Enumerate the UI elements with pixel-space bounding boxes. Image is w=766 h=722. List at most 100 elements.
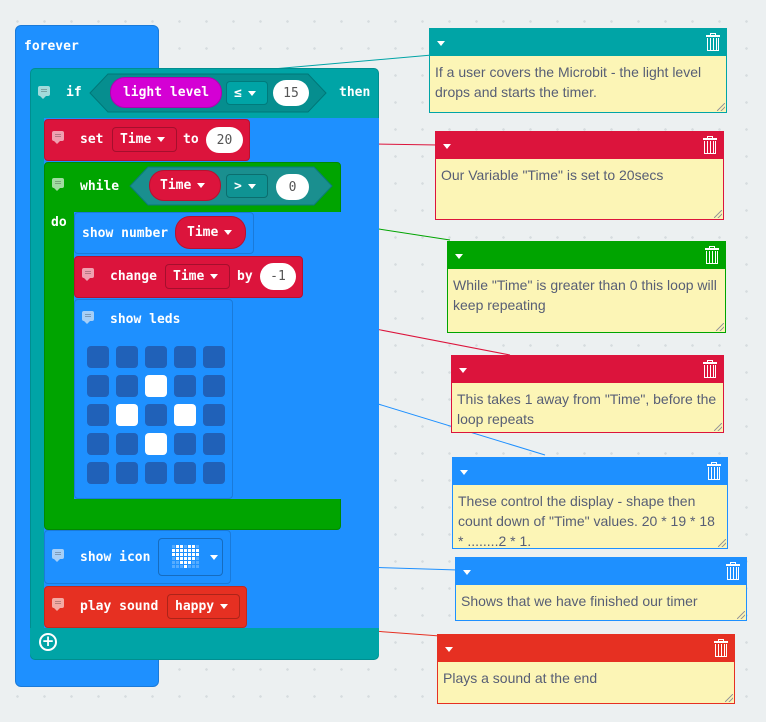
resize-grip-icon[interactable] [737,611,745,619]
trash-icon[interactable] [706,33,720,51]
trash-icon[interactable] [705,246,719,264]
light-threshold-input[interactable]: 15 [273,80,309,106]
led-cell[interactable] [203,404,225,426]
led-cell[interactable] [174,375,196,397]
led-cell[interactable] [174,462,196,484]
show-leds-label: show leds [110,312,181,327]
led-cell[interactable] [116,346,138,368]
comment-show-leds[interactable]: These control the display - shape then c… [452,457,728,549]
led-cell[interactable] [145,433,167,455]
led-cell[interactable] [203,462,225,484]
collapse-caret-icon[interactable] [443,144,451,149]
comment-header[interactable] [456,558,746,585]
show-number-variable[interactable]: Time [175,216,246,249]
led-cell[interactable] [87,375,109,397]
led-cell[interactable] [116,375,138,397]
trash-icon[interactable] [726,562,740,580]
led-cell[interactable] [87,404,109,426]
heart-pixel [196,565,199,568]
while-comment-icon[interactable] [52,178,64,191]
comment-if[interactable]: If a user covers the Microbit - the ligh… [429,28,727,113]
resize-grip-icon[interactable] [717,103,725,111]
heart-pixel [188,549,191,552]
resize-grip-icon[interactable] [725,694,733,702]
show-leds-comment-icon[interactable] [82,311,94,324]
collapse-caret-icon[interactable] [459,368,467,373]
collapse-caret-icon[interactable] [460,470,468,475]
icon-picker-dropdown[interactable] [158,538,223,576]
collapse-caret-icon[interactable] [437,41,445,46]
heart-pixel [192,549,195,552]
comment-text[interactable]: This takes 1 away from "Time", before th… [457,391,717,427]
comment-text[interactable]: These control the display - shape then c… [458,493,715,549]
change-value-input[interactable]: -1 [260,263,296,290]
light-level-sensor[interactable]: light level [110,77,222,108]
trash-icon[interactable] [703,360,717,378]
comment-show-icon[interactable]: Shows that we have finished our timer [455,557,747,621]
led-cell[interactable] [116,462,138,484]
chevron-down-icon [247,183,256,189]
led-cell[interactable] [174,346,196,368]
while-value-input[interactable]: 0 [276,174,309,200]
trash-icon[interactable] [707,462,721,480]
led-cell[interactable] [116,404,138,426]
while-variable-reporter[interactable]: Time [149,170,221,201]
compare-operator-dropdown[interactable]: ≤ [226,81,268,105]
trash-icon[interactable] [703,136,717,154]
heart-pixel [172,561,175,564]
set-variable-name: Time [120,132,152,147]
led-cell[interactable] [87,346,109,368]
collapse-caret-icon[interactable] [463,570,471,575]
heart-pixel [172,557,175,560]
comment-header[interactable] [430,29,726,56]
comment-text[interactable]: Our Variable "Time" is set to 20secs [441,167,664,183]
comment-header[interactable] [453,458,727,485]
heart-pixel [184,561,187,564]
collapse-caret-icon[interactable] [445,647,453,652]
comment-text[interactable]: While "Time" is greater than 0 this loop… [453,277,717,313]
heart-pixel [184,557,187,560]
resize-grip-icon[interactable] [718,539,726,547]
change-variable-dropdown[interactable]: Time [165,264,230,289]
comment-while[interactable]: While "Time" is greater than 0 this loop… [447,241,726,333]
set-value-input[interactable]: 20 [206,127,243,153]
comment-header[interactable] [448,242,725,269]
comment-change[interactable]: This takes 1 away from "Time", before th… [451,355,724,433]
change-comment-icon[interactable] [82,268,94,281]
led-cell[interactable] [203,346,225,368]
comment-text[interactable]: Shows that we have finished our timer [461,593,698,609]
show-icon-comment-icon[interactable] [52,549,64,562]
resize-grip-icon[interactable] [716,323,724,331]
comment-header[interactable] [438,635,734,662]
led-cell[interactable] [145,375,167,397]
comment-set[interactable]: Our Variable "Time" is set to 20secs [435,131,724,220]
led-cell[interactable] [203,433,225,455]
if-label: if [66,85,82,100]
while-operator-dropdown[interactable]: > [226,174,268,198]
led-cell[interactable] [174,433,196,455]
resize-grip-icon[interactable] [714,210,722,218]
led-cell[interactable] [203,375,225,397]
resize-grip-icon[interactable] [714,423,722,431]
set-comment-icon[interactable] [52,131,64,144]
trash-icon[interactable] [714,639,728,657]
led-cell[interactable] [174,404,196,426]
comment-text[interactable]: Plays a sound at the end [443,670,598,686]
led-cell[interactable] [145,346,167,368]
sound-dropdown[interactable]: happy [167,594,240,619]
set-variable-dropdown[interactable]: Time [112,127,177,152]
led-cell[interactable] [116,433,138,455]
add-plus-icon[interactable]: + [39,633,57,651]
led-cell[interactable] [145,462,167,484]
if-comment-icon[interactable] [38,86,50,99]
led-cell[interactable] [87,462,109,484]
led-cell[interactable] [145,404,167,426]
comment-text[interactable]: If a user covers the Microbit - the ligh… [435,64,702,100]
collapse-caret-icon[interactable] [455,254,463,259]
play-sound-comment-icon[interactable] [52,598,64,611]
comment-play-sound[interactable]: Plays a sound at the end [437,634,735,704]
led-cell[interactable] [87,433,109,455]
sound-name: happy [175,599,215,614]
comment-header[interactable] [436,132,723,159]
comment-header[interactable] [452,356,723,383]
